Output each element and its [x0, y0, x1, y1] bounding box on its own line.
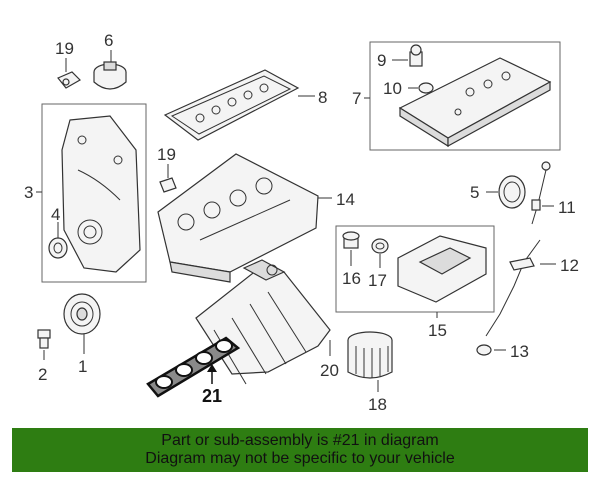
- oil-pan-group-box: [335, 225, 495, 313]
- callout-6: 6: [104, 31, 113, 50]
- part-19-sensor-2[interactable]: [159, 177, 177, 193]
- parts-diagram: 19 6 8 7 9 10 3: [24, 31, 579, 414]
- callout-15: 15: [428, 321, 447, 340]
- part-11-dipstick[interactable]: [531, 161, 551, 225]
- part-13-o-ring[interactable]: [476, 344, 492, 356]
- part-18-oil-filter[interactable]: [347, 331, 393, 379]
- callout-20: 20: [320, 361, 339, 380]
- callout-10: 10: [383, 79, 402, 98]
- callout-5: 5: [470, 183, 479, 202]
- callout-19-mid: 19: [157, 145, 176, 164]
- part-9-pcv-valve[interactable]: [409, 44, 423, 67]
- part-14-cylinder-head[interactable]: [157, 153, 319, 283]
- callout-14: 14: [336, 190, 355, 209]
- part-5-rear-seal[interactable]: [498, 175, 526, 209]
- callout-3: 3: [24, 183, 33, 202]
- part-4-front-seal[interactable]: [48, 237, 68, 259]
- part-2-pulley-bolt[interactable]: [37, 329, 51, 349]
- timing-cover-group-box: [41, 103, 147, 283]
- banner-line-1: Part or sub-assembly is #21 in diagram: [161, 432, 439, 449]
- part-7-valve-cover[interactable]: [398, 57, 552, 148]
- part-10-grommet[interactable]: [418, 82, 434, 94]
- part-6-oil-cap[interactable]: [93, 61, 127, 90]
- callout-1: 1: [78, 357, 87, 376]
- callout-11: 11: [558, 198, 576, 217]
- callout-18: 18: [368, 395, 387, 414]
- part-21-intake-gasket[interactable]: [146, 336, 241, 398]
- valve-cover-group-box: [369, 41, 561, 151]
- callout-12: 12: [560, 256, 579, 275]
- part-8-valve-cover-gasket[interactable]: [163, 69, 300, 141]
- callout-16: 16: [342, 269, 361, 288]
- callout-13: 13: [510, 342, 529, 361]
- part-19-sensor[interactable]: [57, 71, 81, 89]
- callout-4: 4: [51, 205, 60, 224]
- callout-17: 17: [368, 271, 387, 290]
- callout-9: 9: [377, 51, 386, 70]
- callout-2: 2: [38, 365, 47, 384]
- callout-8: 8: [318, 88, 327, 107]
- part-17-drain-gasket[interactable]: [371, 238, 389, 254]
- part-16-drain-plug[interactable]: [342, 231, 360, 249]
- part-12-dipstick-tube[interactable]: [485, 239, 541, 337]
- part-1-crank-pulley[interactable]: [63, 293, 101, 335]
- callout-7: 7: [352, 89, 361, 108]
- part-3-timing-cover[interactable]: [61, 115, 141, 273]
- part-15-oil-pan[interactable]: [397, 235, 487, 303]
- callout-21: 21: [202, 386, 222, 406]
- info-banner: Part or sub-assembly is #21 in diagram D…: [12, 428, 588, 472]
- callout-19-top: 19: [55, 39, 74, 58]
- banner-line-2: Diagram may not be specific to your vehi…: [145, 450, 455, 467]
